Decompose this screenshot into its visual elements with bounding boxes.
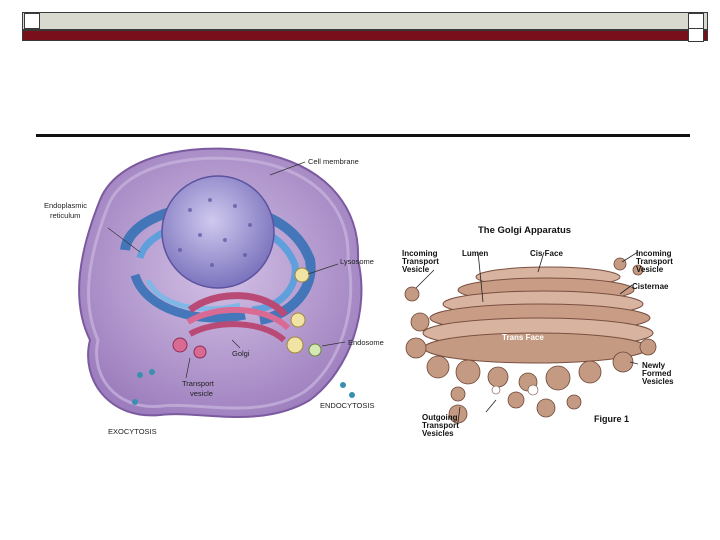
label-golgi: Golgi [232,349,250,358]
label-cell-membrane: Cell membrane [308,157,359,166]
label-lysosome: Lysosome [340,257,374,266]
golgi-apparatus-figure: The Golgi Apparatus [398,222,688,444]
nucleus [162,176,274,288]
slide-header-bar [22,12,708,30]
golgi-incoming-right-3: Vesicle [636,265,664,274]
label-transport-line2: vesicle [190,389,213,398]
label-endosome: Endosome [348,338,384,347]
golgi-figure-label: Figure 1 [594,414,629,424]
header-square-right-top [688,13,704,29]
label-er-line1: Endoplasmic [44,201,87,210]
slide-header-accent-bar [22,30,708,41]
golgi-incoming-left-3: Vesicle [402,265,430,274]
label-er-line2: reticulum [50,211,80,220]
golgi-outgoing-3: Vesicles [422,429,454,438]
golgi-cisternae-label: Cisternae [632,282,669,291]
title-divider-line [36,134,690,137]
golgi-newly-3: Vesicles [642,377,674,386]
header-square-left [24,13,40,29]
golgi-trans-face: Trans Face [502,333,544,342]
golgi-title: The Golgi Apparatus [478,225,571,236]
golgi-lumen: Lumen [462,249,488,258]
label-endocytosis: ENDOCYTOSIS [320,401,374,410]
header-square-right-bottom [688,28,704,42]
cell-diagram: Cell membrane Endoplasmic reticulum Lyso… [40,140,400,450]
label-transport-line1: Transport [182,379,215,388]
label-exocytosis: EXOCYTOSIS [108,427,157,436]
golgi-cisternae [423,267,653,363]
golgi-cis-face: Cis Face [530,249,563,258]
